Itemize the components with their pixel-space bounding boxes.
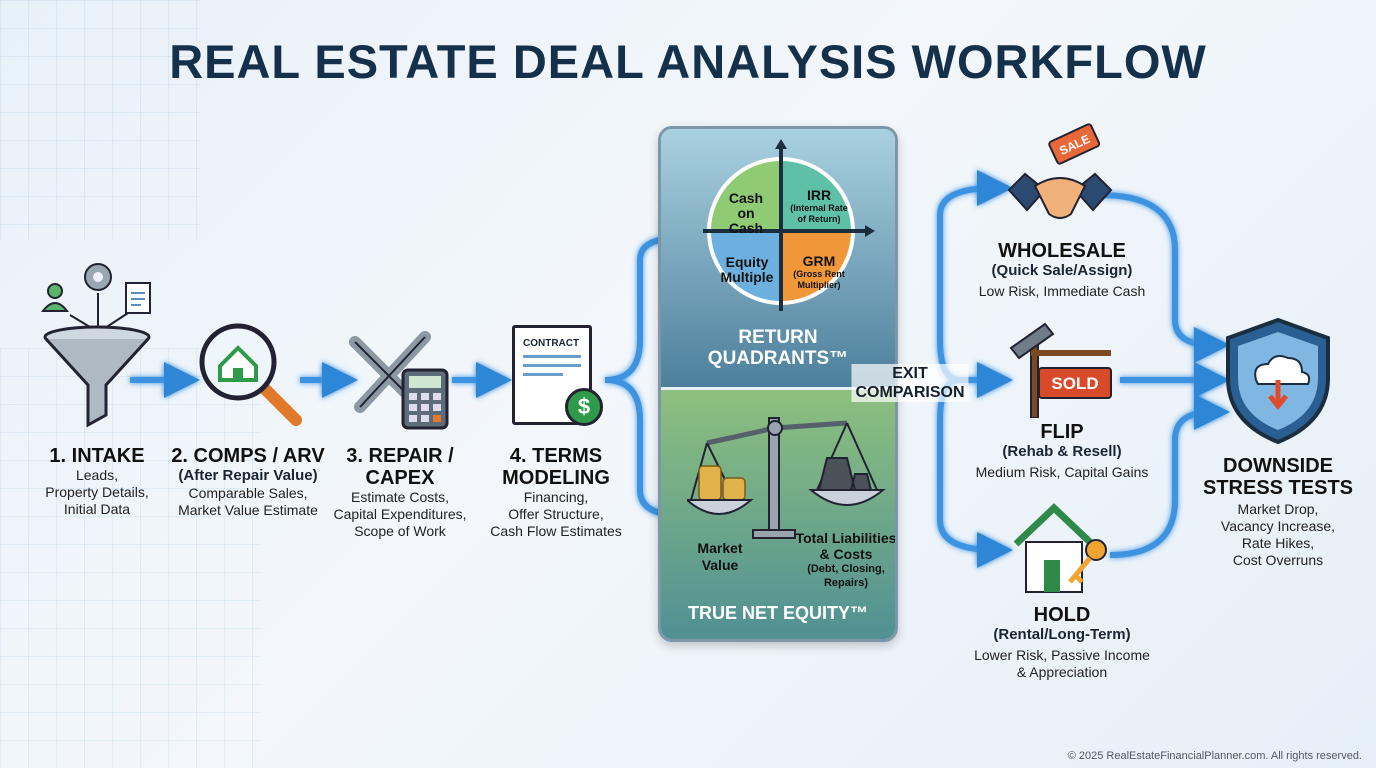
exit-desc: Lower Risk, Passive Income <box>974 647 1150 663</box>
step-desc: Property Details, <box>45 484 149 500</box>
analysis-panel: Cash on Cash IRR(Internal Rate of Return… <box>658 126 898 642</box>
step-desc: Leads, <box>75 467 119 483</box>
funnel-icon <box>40 263 151 428</box>
sold-sign-text: SOLD <box>1051 374 1098 393</box>
page-title: REAL ESTATE DEAL ANALYSIS WORKFLOW <box>169 35 1207 88</box>
arrow-hold-downside <box>1109 394 1230 558</box>
label-line: (Debt, Closing, <box>807 563 885 575</box>
market-value-label: Market Value <box>697 540 743 573</box>
true-net-equity-section: Market Value Total Liabilities& Costs (D… <box>661 387 897 639</box>
step-title: 2. COMPS / ARV <box>171 445 325 467</box>
exit-wholesale: WHOLESALE(Quick Sale/Assign) Low Risk, Im… <box>979 240 1146 300</box>
step-desc: Cash Flow Estimates <box>490 523 622 539</box>
label-line: & Costs <box>819 546 873 562</box>
exit-title: FLIP <box>1040 421 1084 443</box>
exit-desc: Medium Risk, Capital Gains <box>975 464 1149 480</box>
step-desc: Scope of Work <box>354 523 446 539</box>
footer-copyright: © 2025 RealEstateFinancialPlanner.com. A… <box>1067 750 1362 762</box>
magnifier-house-icon <box>199 323 302 426</box>
contract-icon: CONTRACT $ <box>512 325 603 426</box>
step-desc: Capital Expenditures, <box>333 506 467 522</box>
background-grid <box>0 348 260 768</box>
label-line: Total Liabilities <box>795 530 897 546</box>
sold-sign-icon: SOLD <box>1009 322 1112 418</box>
step-title: 4. TERMS <box>509 445 603 467</box>
exit-title: WHOLESALE <box>998 240 1126 262</box>
label-line: EXIT <box>892 365 928 382</box>
downside-desc: Cost Overruns <box>1232 552 1324 568</box>
quadrant-main: GRM <box>802 253 836 269</box>
downside-title: DOWNSIDE <box>1223 455 1333 477</box>
title-line: RETURN <box>738 327 818 348</box>
exit-subtitle: (Rehab & Resell) <box>1002 443 1122 460</box>
arrow-terms-equity <box>604 377 698 533</box>
step-subtitle: (After Repair Value) <box>178 467 318 484</box>
shield-icon <box>1226 317 1330 445</box>
true-net-equity-title: TRUE NET EQUITY™ <box>687 603 868 623</box>
downside-desc: Vacancy Increase, <box>1220 518 1336 534</box>
tools-calculator-icon <box>349 331 449 430</box>
step-desc: Market Value Estimate <box>178 502 318 518</box>
step-desc: Financing, <box>523 489 589 505</box>
title-line: QUADRANTS™ <box>707 348 849 369</box>
quadrant-chart-icon <box>703 139 875 311</box>
dollar-icon: $ <box>565 388 603 426</box>
house-key-icon <box>1013 503 1107 593</box>
balance-scale-icon <box>687 417 886 539</box>
step-terms: 4. TERMS MODELING Financing,Offer Struct… <box>490 445 621 540</box>
step-desc: Initial Data <box>63 501 131 517</box>
step-intake: 1. INTAKE Leads,Property Details,Initial… <box>45 445 148 518</box>
downside-desc: Rate Hikes, <box>1241 535 1315 551</box>
contract-label: CONTRACT <box>523 338 580 349</box>
background-grid <box>0 0 200 240</box>
quadrant-sub: (Internal Rate of Return) <box>790 203 848 224</box>
arrow-wholesale-downside <box>1099 192 1230 363</box>
quadrant-irr: IRR(Internal Rate of Return) <box>787 187 851 225</box>
exit-subtitle: (Quick Sale/Assign) <box>991 262 1133 279</box>
label-line: COMPARISON <box>855 384 965 401</box>
downside-title: STRESS TESTS <box>1202 477 1354 499</box>
step-title: MODELING <box>502 467 610 489</box>
exit-desc: Low Risk, Immediate Cash <box>978 283 1146 299</box>
step-title: CAPEX <box>365 467 435 489</box>
exit-title: HOLD <box>1033 604 1091 626</box>
step-desc: Offer Structure, <box>508 506 604 522</box>
downside-desc: Market Drop, <box>1237 501 1319 517</box>
label-line: Repairs) <box>823 577 869 589</box>
quadrant-main: IRR <box>806 187 832 203</box>
quadrant-sub: (Gross Rent Multiplier) <box>793 269 845 290</box>
step-desc: Estimate Costs, <box>350 489 450 505</box>
step-desc: Comparable Sales, <box>188 485 308 501</box>
step-repair: 3. REPAIR / CAPEX Estimate Costs,Capital… <box>333 445 466 540</box>
exit-hold: HOLD(Rental/Long-Term) Lower Risk, Passiv… <box>974 604 1150 681</box>
handshake-icon: SALE <box>1007 123 1113 219</box>
exit-flip: FLIP(Rehab & Resell) Medium Risk, Capital… <box>976 421 1149 481</box>
step-title: 3. REPAIR / <box>346 445 454 467</box>
quadrant-equity-multiple: Equity Multiple <box>720 254 774 285</box>
return-quadrants-section: Cash on Cash IRR(Internal Rate of Return… <box>661 129 895 387</box>
quadrant-grm: GRM(Gross Rent Multiplier) <box>787 253 851 291</box>
step-title: 1. INTAKE <box>49 445 145 467</box>
exit-subtitle: (Rental/Long-Term) <box>993 626 1131 643</box>
arrow-terms-quadrants <box>604 220 698 383</box>
liabilities-label: Total Liabilities& Costs (Debt, Closing,… <box>793 530 897 590</box>
quadrant-cash-on-cash: Cash on Cash <box>728 190 764 236</box>
exit-desc: & Appreciation <box>1016 664 1108 680</box>
step-comps: 2. COMPS / ARV (After Repair Value) Comp… <box>171 445 324 519</box>
exit-comparison-label: EXIT COMPARISON <box>851 364 969 402</box>
